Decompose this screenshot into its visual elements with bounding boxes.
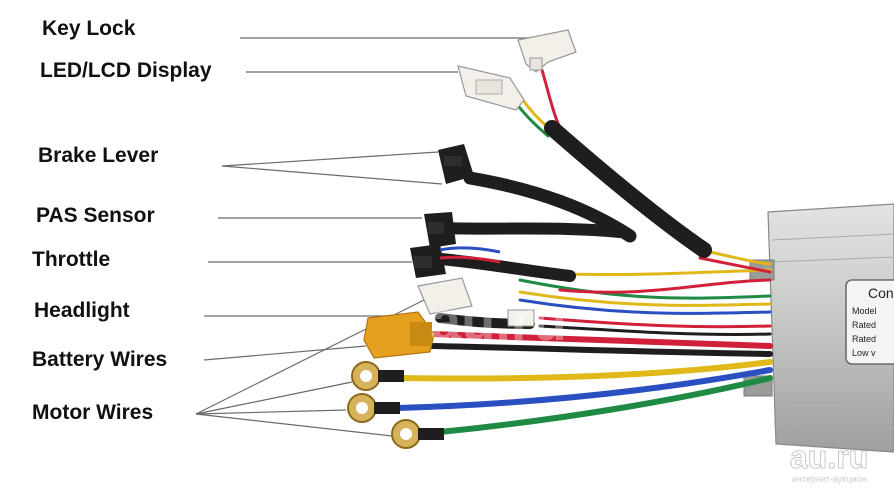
spec-plate-line-3: Rated — [852, 334, 876, 344]
leader-line-brake-upper — [221, 151, 439, 167]
watermark-center: au.ru — [430, 289, 567, 352]
label-throttle: Throttle — [32, 248, 111, 271]
watermark-corner: au.ru — [790, 439, 868, 475]
spec-plate — [845, 279, 894, 365]
pas-sensor-connector — [424, 212, 456, 248]
motor-ring-terminals — [347, 361, 444, 449]
leader-line-battery — [203, 345, 367, 361]
motor-phase-wires — [395, 359, 773, 435]
signal-wires — [510, 68, 772, 337]
label-brake-lever: Brake Lever — [38, 144, 159, 167]
throttle-connector — [410, 244, 501, 278]
leader-line-motor-2 — [195, 381, 353, 415]
spec-plate-line-2: Rated — [852, 320, 876, 330]
motor-wire-blue — [395, 367, 773, 411]
battery-connector — [363, 311, 435, 359]
label-key-lock: Key Lock — [42, 17, 136, 40]
label-headlight: Headlight — [34, 299, 130, 322]
motor-wire-green — [437, 375, 773, 435]
brake-lever-connector — [438, 144, 474, 184]
watermark-corner-sub: интернет-аукцион — [792, 474, 866, 484]
leader-line-brake-lower — [221, 165, 443, 185]
label-display: LED/LCD Display — [40, 59, 212, 82]
spec-plate-title: Con — [868, 285, 894, 301]
battery-wire-pair — [429, 331, 773, 357]
headlight-connector — [417, 277, 535, 327]
spec-plate-line-1: Model — [852, 306, 877, 316]
label-motor-wires: Motor Wires — [32, 401, 154, 424]
leader-line-motor-3 — [195, 409, 347, 415]
key-lock-connector — [517, 29, 577, 73]
label-battery-wires: Battery Wires — [32, 348, 168, 371]
motor-wire-yellow — [397, 359, 773, 382]
label-pas-sensor: PAS Sensor — [36, 204, 155, 227]
leader-line-motor-4 — [195, 413, 393, 437]
spec-plate-line-4: Low v — [852, 348, 876, 358]
display-connector — [457, 65, 525, 111]
controller-box: Con Model Rated Rated Low v — [743, 203, 894, 453]
